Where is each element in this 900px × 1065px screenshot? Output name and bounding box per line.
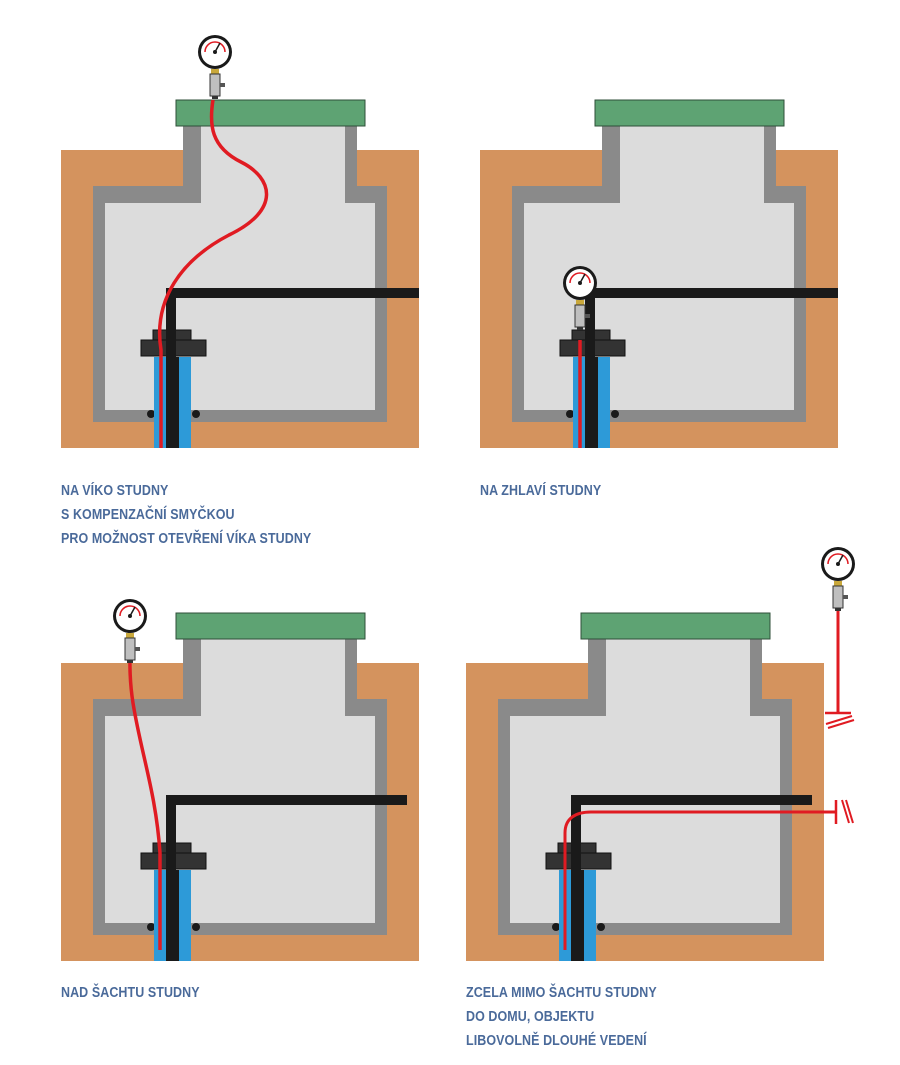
pressure-gauge-icon (197, 34, 233, 100)
panel-outside-shaft (465, 612, 854, 962)
panel-above-shaft (60, 612, 420, 962)
caption-outside-shaft: ZCELA MIMO ŠACHTU STUDNY DO DOMU, OBJEKT… (466, 985, 657, 1049)
disconnected-hose-end (825, 611, 855, 729)
panel-wellhead (479, 99, 839, 449)
caption-lid: NA VÍKO STUDNY S KOMPENZAČNÍ SMYČKOU PRO… (61, 483, 312, 547)
caption-above-shaft: NAD ŠACHTU STUDNY (61, 985, 200, 1001)
pressure-gauge-icon (820, 546, 856, 612)
panel-lid (60, 99, 420, 449)
caption-wellhead: NA ZHLAVÍ STUDNY (480, 483, 602, 499)
pressure-gauge-icon (112, 598, 148, 664)
